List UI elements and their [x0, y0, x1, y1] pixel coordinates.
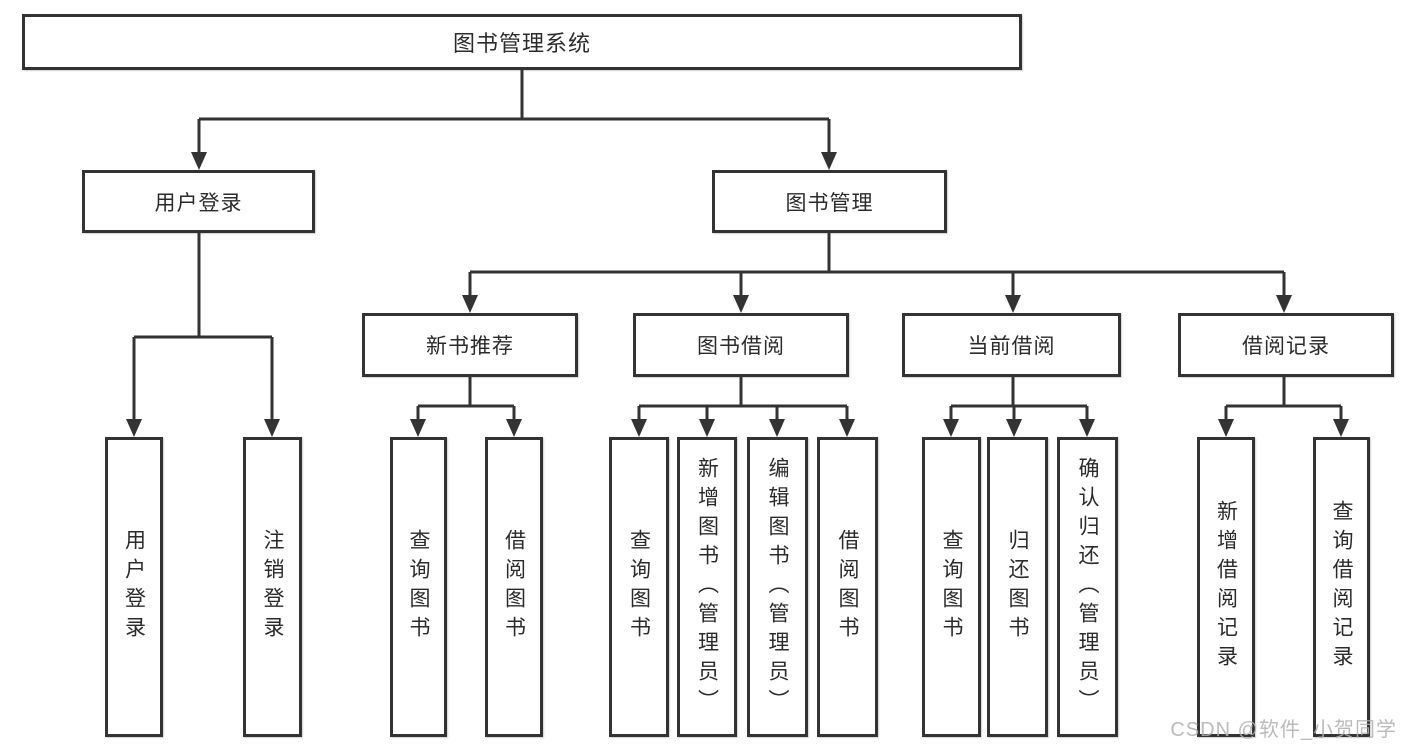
leaf-label: 查询借阅记录 [1330, 500, 1353, 674]
leaf-borrow-books-1: 借阅图书 [485, 437, 543, 737]
leaf-label: 编辑图书（管理员） [766, 456, 789, 718]
leaf-label: 借阅图书 [502, 529, 526, 645]
leaf-query-books-2: 查询图书 [609, 437, 669, 737]
leaf-add-book-admin: 新增图书（管理员） [677, 437, 737, 737]
node-current-borrowing: 当前借阅 [902, 313, 1121, 377]
watermark: CSDN @软件_小贺同学 [1170, 719, 1397, 741]
leaf-logout: 注销登录 [243, 437, 302, 737]
leaf-label: 查询图书 [940, 529, 963, 645]
node-library-management-system: 图书管理系统 [22, 14, 1022, 70]
leaf-confirm-return-admin: 确认归还（管理员） [1057, 437, 1118, 737]
leaf-query-books-3: 查询图书 [922, 437, 981, 737]
node-label: 用户登录 [154, 191, 243, 215]
node-user-login: 用户登录 [82, 170, 315, 233]
node-label: 图书借阅 [697, 335, 785, 358]
leaf-user-login: 用户登录 [105, 437, 163, 737]
node-new-book-recommendation: 新书推荐 [362, 313, 578, 377]
leaf-label: 新增借阅记录 [1214, 500, 1238, 674]
leaf-label: 查询图书 [627, 529, 651, 645]
node-label: 当前借阅 [967, 335, 1056, 358]
leaf-query-borrow-record: 查询借阅记录 [1313, 437, 1370, 737]
leaf-edit-book-admin: 编辑图书（管理员） [747, 437, 808, 737]
node-label: 新书推荐 [426, 335, 514, 358]
node-label: 借阅记录 [1242, 335, 1330, 358]
leaf-borrow-books-2: 借阅图书 [817, 437, 878, 737]
leaf-return-book: 归还图书 [987, 437, 1048, 737]
leaf-label: 注销登录 [261, 529, 284, 645]
leaf-label: 新增图书（管理员） [695, 456, 719, 718]
node-book-management: 图书管理 [712, 170, 947, 233]
node-borrowing-records: 借阅记录 [1178, 313, 1394, 377]
leaf-label: 用户登录 [122, 529, 146, 645]
leaf-label: 借阅图书 [836, 529, 859, 645]
leaf-query-books-1: 查询图书 [390, 437, 447, 737]
leaf-label: 确认归还（管理员） [1076, 456, 1099, 718]
leaf-add-borrow-record: 新增借阅记录 [1197, 437, 1255, 737]
node-book-borrowing: 图书借阅 [633, 313, 849, 377]
leaf-label: 查询图书 [407, 529, 430, 645]
node-label: 图书管理系统 [452, 31, 591, 56]
node-label: 图书管理 [785, 191, 874, 215]
leaf-label: 归还图书 [1006, 529, 1029, 645]
